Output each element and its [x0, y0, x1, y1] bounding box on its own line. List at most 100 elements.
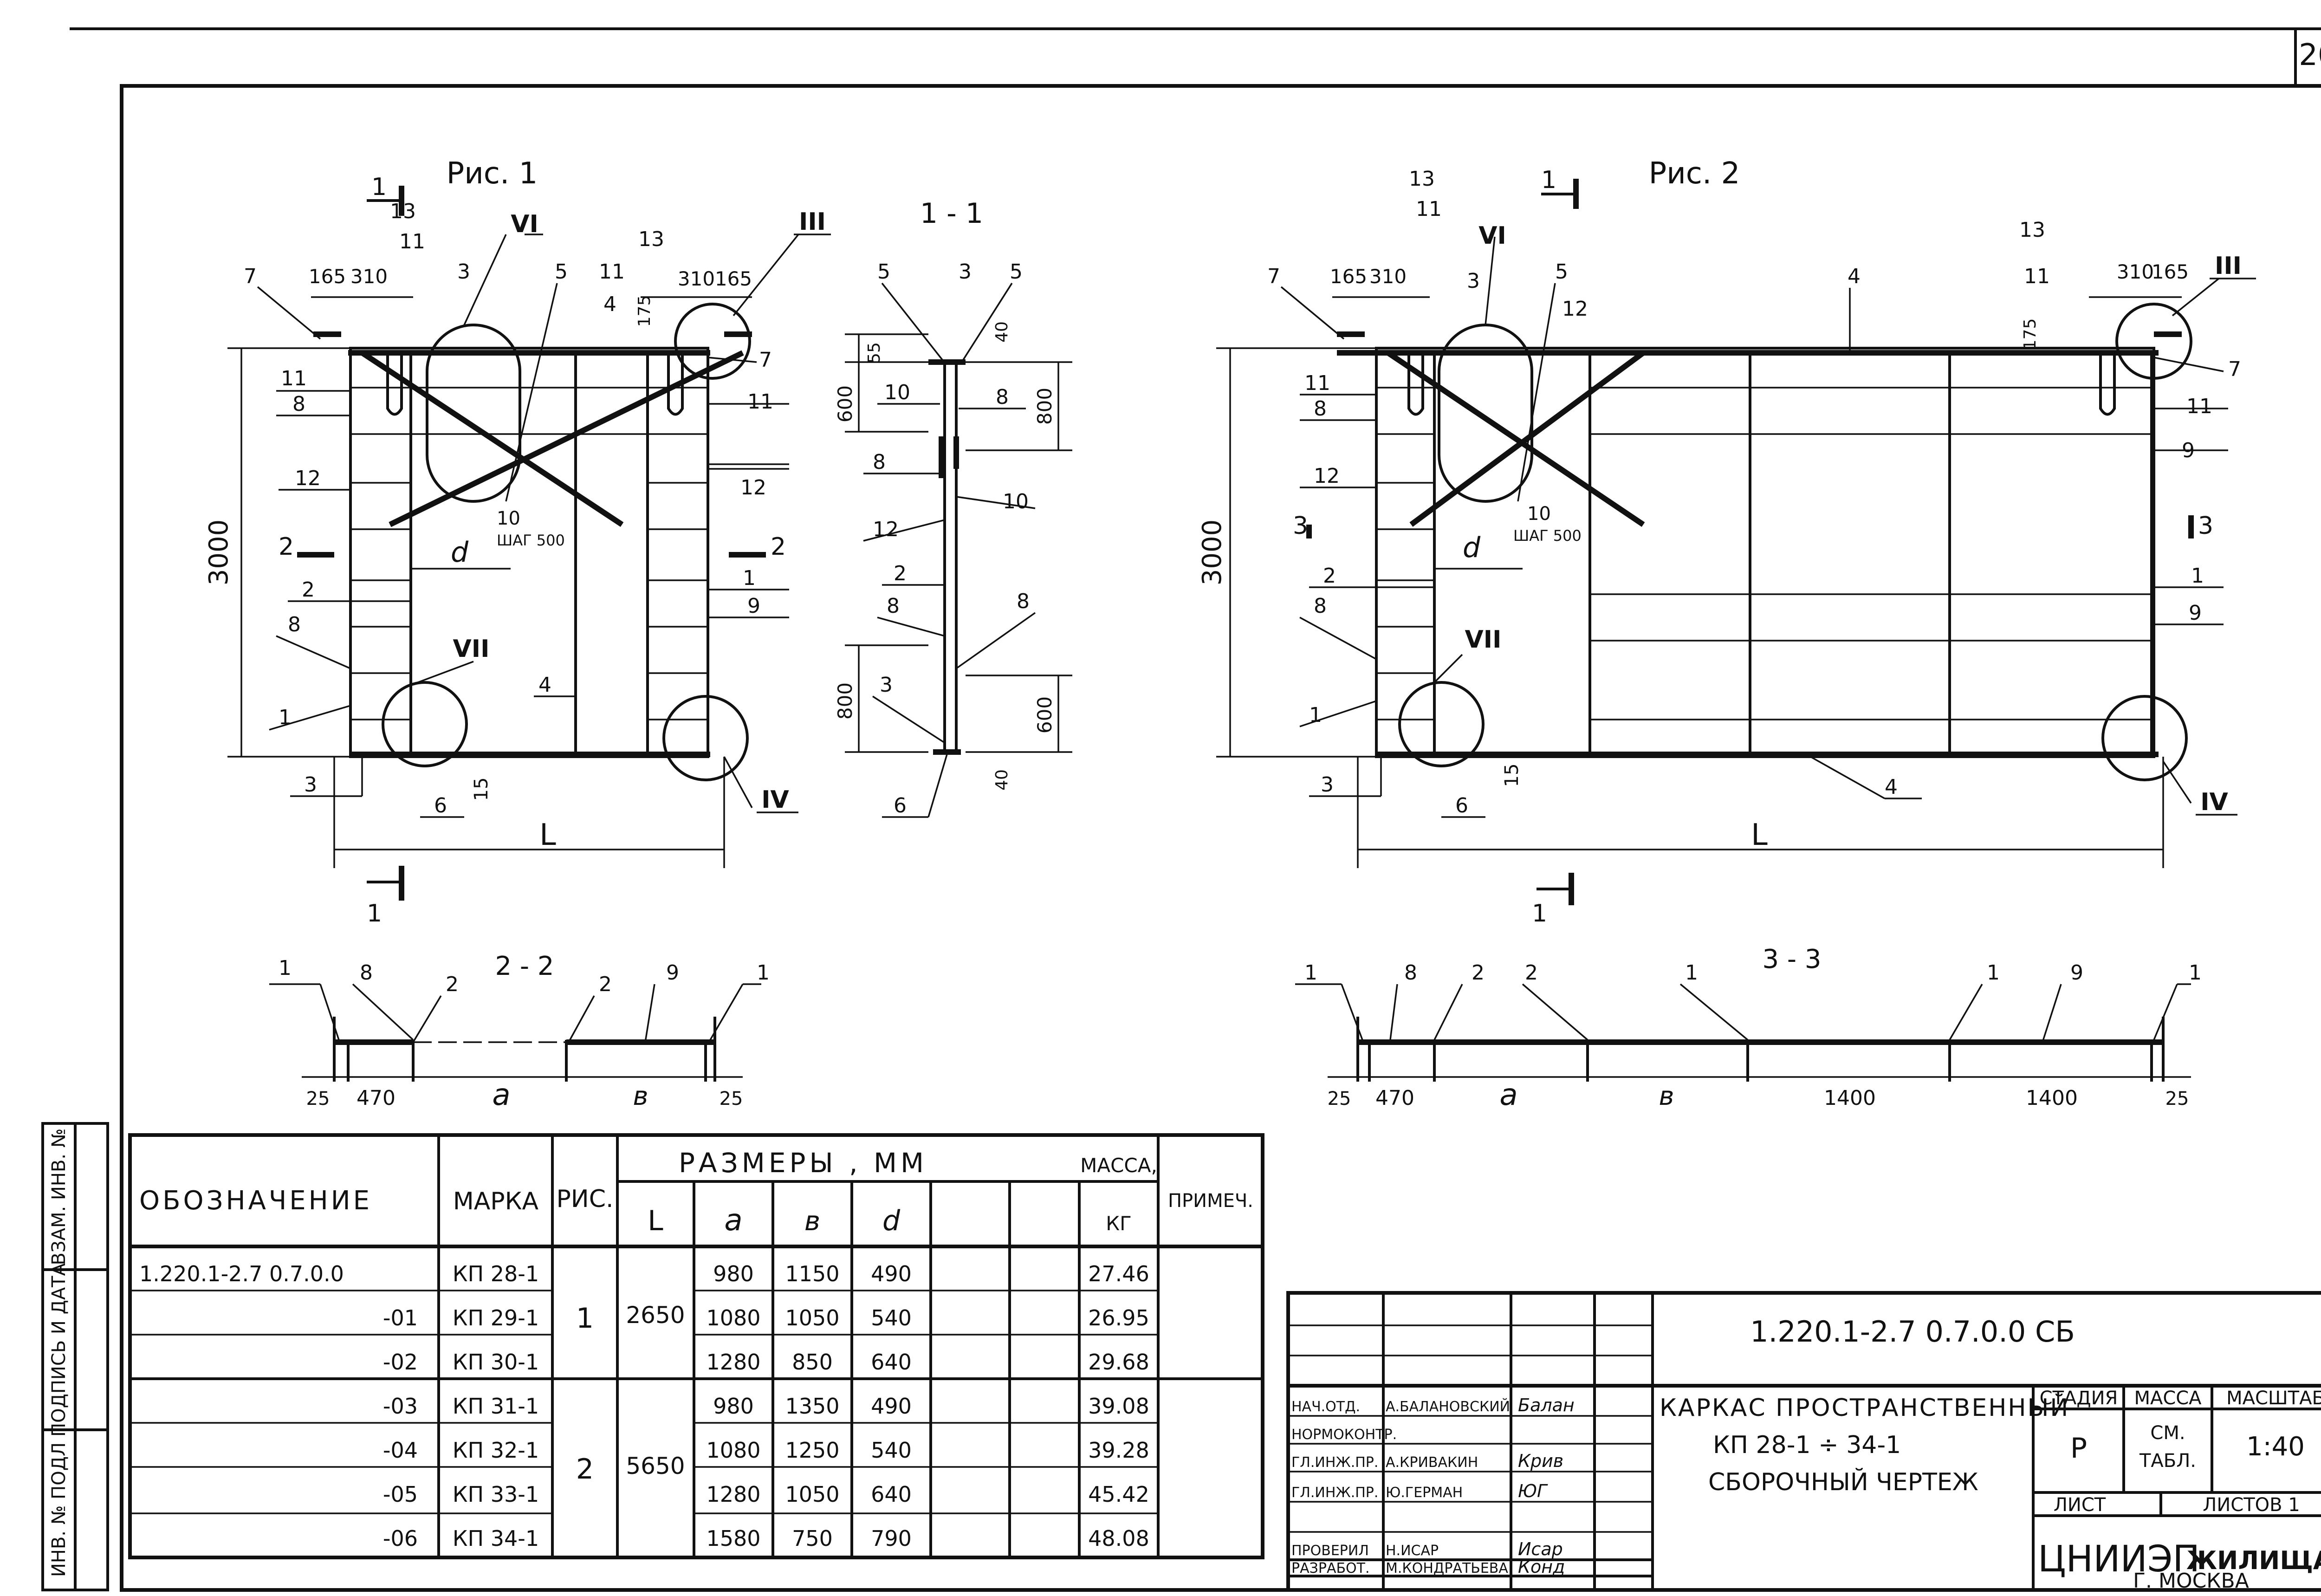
staff-role: ГЛ.ИНЖ.ПР.	[1291, 1454, 1378, 1471]
spec-cell-marka: КП 29-1	[453, 1305, 539, 1330]
spec-group2-ris: 2	[576, 1453, 594, 1486]
fig2-pos-13: 13	[1409, 167, 1435, 191]
spec-cell-oboz: -01	[383, 1305, 418, 1330]
fig2-pos-11: 11	[1416, 197, 1442, 221]
sec22-dim-470: 470	[357, 1086, 395, 1110]
spec-cell-marka: КП 32-1	[453, 1438, 539, 1463]
fig2-callout-IV: IV	[2200, 788, 2228, 816]
spec-cell-a: 1080	[706, 1438, 760, 1463]
sec33-dim-470: 470	[1375, 1086, 1414, 1110]
spec-cell-oboz: -05	[383, 1482, 418, 1507]
fig1-pos-7r: 7	[759, 348, 772, 372]
title-code: 1.220.1-2.7 0.7.0.0 СБ	[1750, 1315, 2075, 1349]
spec-header-primech: ПРИМЕЧ.	[1168, 1190, 1253, 1212]
sec22-pos-1b: 1	[757, 961, 770, 985]
fig2-dim-310: 310	[1369, 265, 1407, 288]
fig1-cut-1-bot: 1	[367, 900, 382, 928]
title-line2: КП 28-1 ÷ 34-1	[1713, 1431, 1901, 1459]
fig2-cut-3-right: 3	[2198, 512, 2213, 540]
sec11-dim-55: 55	[865, 342, 884, 363]
fig2-crossbars	[1376, 387, 2152, 720]
title-line3: СБОРОЧНЫЙ ЧЕРТЕЖ	[1708, 1468, 1978, 1496]
spec-cell-b: 1050	[785, 1482, 839, 1507]
fig2-L-dim: L	[1751, 818, 1768, 852]
sec11-pos-10b: 10	[1003, 490, 1029, 513]
fig1-pos-11c: 11	[281, 367, 307, 390]
staff-signature: Крив	[1518, 1451, 1563, 1471]
fig2-pos-5: 5	[1555, 260, 1568, 284]
fig1-cut-2-right: 2	[771, 533, 786, 561]
fig2-pos-7: 7	[1267, 265, 1280, 288]
fig2-cut-1-bot: 1	[1532, 900, 1547, 928]
spec-header-b: в	[804, 1205, 820, 1237]
sec33-pos-1c: 1	[1987, 961, 2000, 985]
fig2-pos-12b: 12	[1314, 464, 1340, 488]
fig1-callout-VI: VI	[511, 210, 538, 238]
staff-name: Ю.ГЕРМАН	[1386, 1485, 1463, 1501]
spec-header-razmery: РАЗМЕРЫ , ММ	[679, 1147, 927, 1179]
fig2-dim-165: 165	[1330, 265, 1367, 288]
spec-group1-ris: 1	[576, 1302, 594, 1335]
fig1-crossbars	[350, 387, 708, 720]
fig2-callout-VI: VI	[1478, 222, 1506, 250]
masshtab-value: 1:40	[2246, 1432, 2305, 1462]
fig1-pos-12: 12	[295, 467, 321, 490]
masshtab-label: МАСШТАБ	[2226, 1388, 2321, 1409]
fig1-callout-VII: VII	[453, 635, 490, 663]
fig2-pos-3b: 3	[1321, 773, 1334, 797]
side-stamp-inv: ИНВ. № ПОДЛ	[48, 1442, 70, 1577]
fig2-pos-1r: 1	[2191, 564, 2204, 588]
fig2-title: Рис. 2	[1649, 156, 1740, 191]
fig1-title: Рис. 1	[447, 156, 538, 191]
spec-cell-d: 490	[871, 1261, 912, 1286]
spec-cell-a: 1580	[706, 1526, 760, 1551]
spec-cell-a: 980	[713, 1394, 754, 1419]
title-block: 1.220.1-2.7 0.7.0.0 СБ КАРКАС ПРОСТРАНСТ…	[1286, 1291, 2321, 1593]
spec-table: ОБОЗНАЧЕНИЕ МАРКА РИС. РАЗМЕРЫ , ММ L a …	[128, 1133, 1264, 1559]
spec-cell-massa: 48.08	[1088, 1526, 1149, 1551]
sec33-dim-a: a	[1499, 1078, 1517, 1112]
fig1-dim-165r: 165	[715, 267, 752, 290]
sec11-dim-600: 600	[834, 385, 856, 422]
fig1-cut-1-top: 1	[371, 173, 387, 201]
sec33-dim-1400b: 1400	[2026, 1086, 2078, 1110]
sec33-pos-2b: 2	[1525, 961, 1538, 985]
staff-role: ПРОВЕРИЛ	[1291, 1543, 1369, 1559]
fig1-pos-7: 7	[244, 265, 257, 288]
fig1-pos-6: 6	[434, 794, 447, 817]
spec-cell-marka: КП 31-1	[453, 1394, 539, 1419]
fig1-pos-13b: 13	[638, 227, 664, 251]
staff-signature: Исар	[1518, 1539, 1563, 1559]
spec-cell-b: 850	[792, 1349, 833, 1375]
spec-cell-d: 540	[871, 1305, 912, 1330]
staff-signature: Балан	[1518, 1395, 1575, 1415]
sec11-pos-2: 2	[894, 562, 907, 585]
fig1-view: Рис. 1	[204, 156, 831, 928]
fig1-pos-11b: 11	[599, 260, 625, 284]
spec-cell-d: 790	[871, 1526, 912, 1551]
spec-cell-a: 1280	[706, 1349, 760, 1375]
spec-cell-massa: 39.28	[1088, 1438, 1149, 1463]
fig2-dim-d: d	[1463, 532, 1481, 564]
fig1-dim-310r: 310	[678, 267, 715, 290]
sec11-pos-8c: 8	[887, 594, 900, 618]
fig1-shag: ШАГ 500	[497, 532, 565, 549]
fig2-pos-8: 8	[1314, 397, 1327, 421]
side-stamp: ВЗАМ. ИНВ. № ПОДПИСЬ И ДАТА ИНВ. № ПОДЛ	[41, 1122, 109, 1591]
sec11-dim-800: 800	[1033, 388, 1056, 425]
fig1-pos-8b: 8	[288, 613, 301, 636]
sec33-pos-1d: 1	[2189, 961, 2202, 985]
sec33-pos-8: 8	[1404, 961, 1417, 985]
fig2-pos-2: 2	[1323, 564, 1336, 588]
fig2-pos-6: 6	[1455, 794, 1468, 817]
fig1-pos-3b: 3	[304, 773, 317, 797]
fig1-pos-5: 5	[555, 260, 568, 284]
sec11-pos-3: 3	[959, 260, 972, 284]
fig2-pos-11d: 11	[2186, 395, 2212, 418]
fig2-pos-10: 10	[1527, 503, 1551, 525]
fig1-pos-11: 11	[399, 230, 425, 253]
sec11-pos-3b: 3	[880, 673, 893, 697]
side-stamp-vzam: ВЗАМ. ИНВ. №	[48, 1129, 70, 1265]
